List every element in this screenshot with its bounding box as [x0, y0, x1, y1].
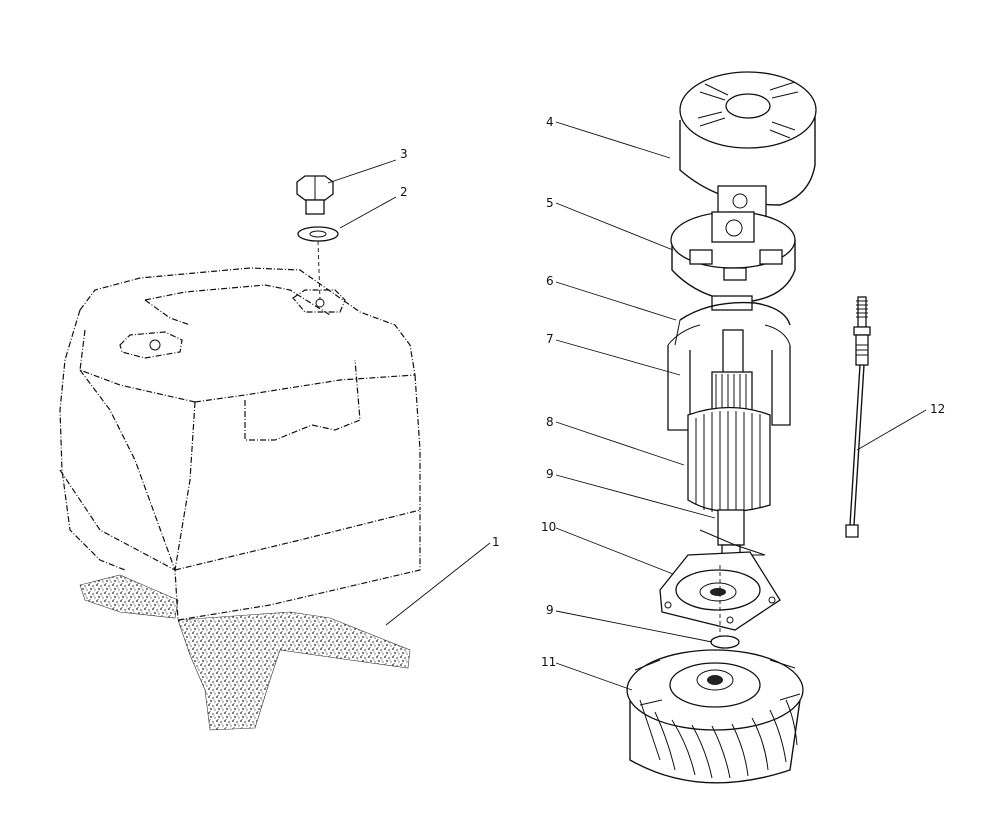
armature — [687, 329, 771, 571]
callout-10: 10 — [541, 520, 556, 534]
callout-3: 3 — [400, 147, 408, 161]
callout-2: 2 — [400, 185, 408, 199]
washer — [297, 226, 339, 301]
end-bell — [659, 529, 781, 640]
callout-1: 1 — [492, 535, 500, 549]
callout-4: 4 — [546, 115, 554, 129]
field-housing — [667, 301, 791, 431]
spacer-ring — [710, 635, 740, 649]
brush-holder — [670, 211, 796, 311]
end-cap — [679, 71, 817, 217]
callout-12: 12 — [930, 402, 945, 416]
leader-lines — [327, 121, 927, 691]
base-pad — [79, 574, 411, 731]
bolt — [296, 175, 334, 215]
callout-11: 11 — [541, 655, 556, 669]
motor-cover — [59, 267, 421, 621]
callout-5: 5 — [546, 196, 554, 210]
cooling-fan — [626, 649, 804, 784]
callout-9-lower: 9 — [546, 603, 554, 617]
callout-7: 7 — [546, 332, 554, 346]
callout-9-upper: 9 — [546, 467, 554, 481]
callout-6: 6 — [546, 274, 554, 288]
callout-8: 8 — [546, 415, 554, 429]
through-bolt — [845, 296, 871, 538]
